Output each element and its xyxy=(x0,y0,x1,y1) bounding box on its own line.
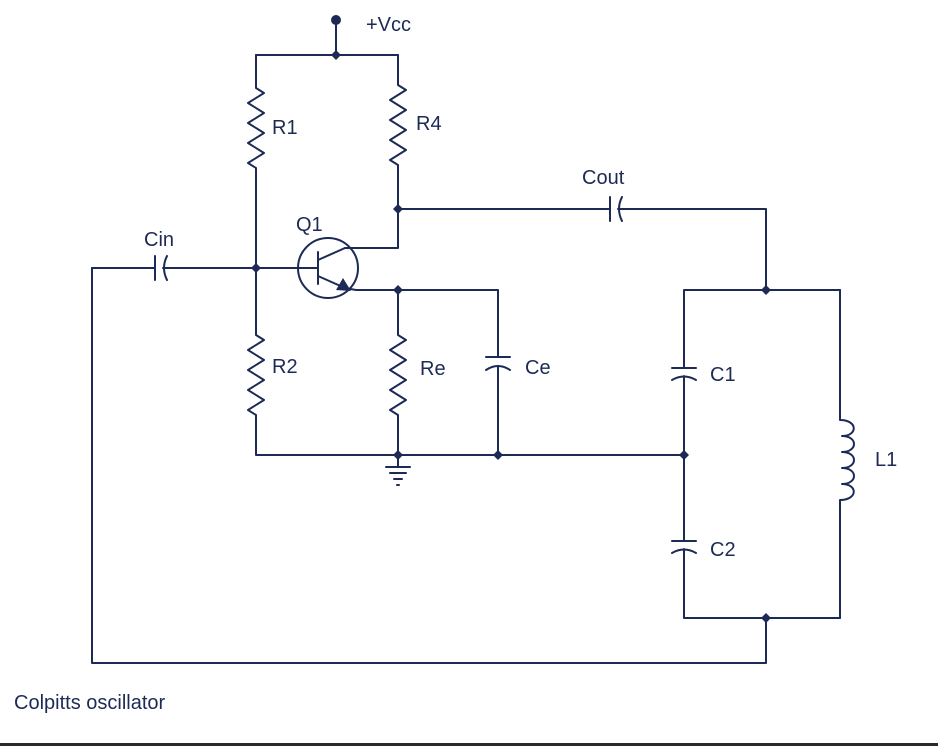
resistor-re xyxy=(389,285,407,456)
transistor-q1 xyxy=(255,237,399,299)
label-r4: R4 xyxy=(416,113,442,135)
label-r1: R1 xyxy=(272,117,298,139)
capacitor-cin xyxy=(91,255,261,281)
diagram-caption: Colpitts oscillator xyxy=(14,692,166,714)
resistor-r4 xyxy=(344,54,407,249)
vcc-rail xyxy=(255,15,399,60)
capacitor-ce xyxy=(397,289,511,460)
label-l1: L1 xyxy=(875,449,897,471)
label-c1: C1 xyxy=(710,364,736,386)
label-re: Re xyxy=(420,358,446,380)
resistor-r1 xyxy=(247,54,265,269)
inductor-l1 xyxy=(839,289,855,619)
bottom-border xyxy=(0,743,938,746)
label-cout: Cout xyxy=(582,167,625,189)
ground-symbol xyxy=(385,450,411,486)
tank-capacitors xyxy=(671,285,841,619)
resistor-r2 xyxy=(247,267,685,456)
label-ce: Ce xyxy=(525,357,551,379)
capacitor-cout xyxy=(397,196,767,291)
label-c2: C2 xyxy=(710,539,736,561)
feedback-wire xyxy=(91,267,771,664)
label-cin: Cin xyxy=(144,229,174,251)
label-r2: R2 xyxy=(272,356,298,378)
label-vcc: +Vcc xyxy=(366,14,411,36)
label-q1: Q1 xyxy=(296,214,323,236)
